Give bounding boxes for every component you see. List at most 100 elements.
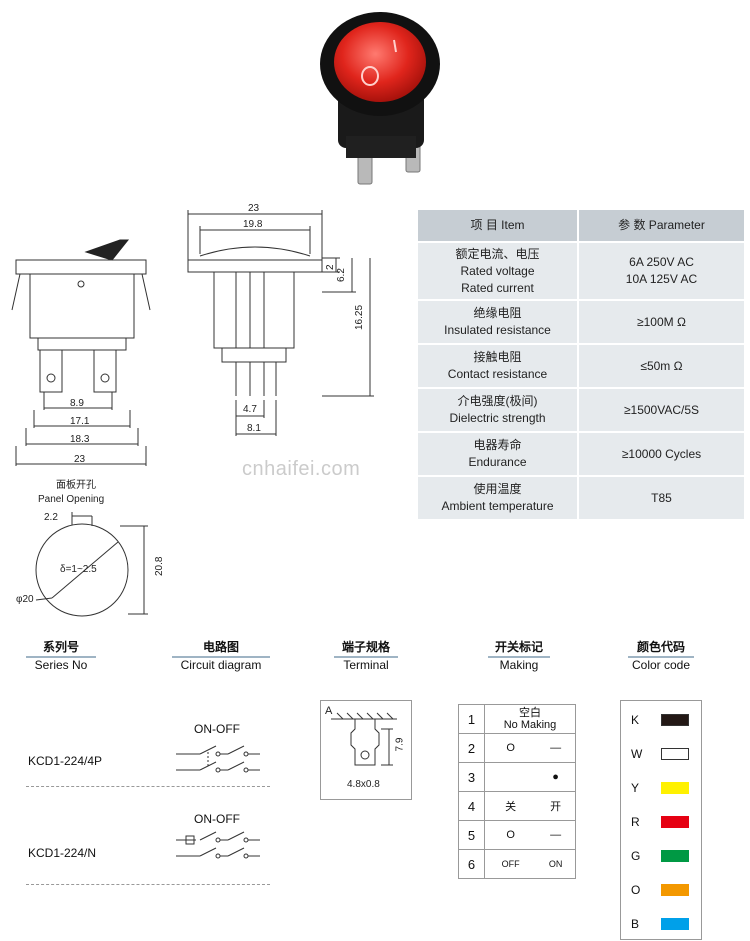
spec-row-endurance: 电器寿命 Endurance ≥10000 Cycles — [418, 432, 744, 477]
panel-thickness: δ=1~2.5 — [60, 564, 97, 575]
param-value: ≥1500VAC/5S — [578, 388, 744, 433]
header-zh: 电路图 — [202, 640, 239, 654]
header-parameter: 参 数 Parameter — [578, 210, 744, 243]
item-zh: 介电强度(极间) — [457, 394, 538, 408]
color-swatch — [661, 782, 689, 794]
dim-8-1: 8.1 — [247, 423, 261, 434]
dim-8-9: 8.9 — [70, 398, 84, 409]
item-en: Rated current — [461, 280, 534, 295]
dim-23-front: 23 — [74, 454, 86, 465]
making-right: — — [536, 820, 577, 850]
param-value: T85 — [578, 476, 744, 521]
making-num: 3 — [458, 762, 485, 792]
making-left — [484, 762, 537, 792]
making-left: 关 — [484, 791, 537, 821]
row-separator — [26, 884, 270, 885]
terminal-dim-w: 4.8x0.8 — [347, 779, 380, 790]
header-circuit: 电路图 Circuit diagram — [172, 640, 270, 672]
terminal-type: A — [325, 705, 333, 717]
spec-row-insulation: 绝缘电阻 Insulated resistance ≥100M Ω — [418, 300, 744, 345]
dim-20-8: 20.8 — [154, 556, 165, 576]
making-left: O — [484, 733, 537, 763]
dim-phi20: φ20 — [16, 594, 34, 605]
color-swatch — [661, 748, 689, 760]
param-value: 10A 125V AC — [625, 272, 698, 286]
color-row: B — [621, 909, 703, 939]
panel-title-zh: 面板开孔 — [56, 478, 96, 491]
spec-row-temperature: 使用温度 Ambient temperature T85 — [418, 476, 744, 521]
item-zh: 电器寿命 — [473, 438, 522, 452]
dim-19-8: 19.8 — [243, 219, 263, 230]
making-num: 1 — [458, 704, 485, 734]
header-zh: 端子规格 — [341, 640, 390, 654]
color-letter: B — [631, 917, 640, 931]
making-num: 2 — [458, 733, 485, 763]
color-swatch — [661, 918, 689, 930]
header-en: Circuit diagram — [180, 658, 262, 672]
dim-16-25: 16.25 — [354, 305, 365, 330]
making-right: ● — [536, 762, 577, 792]
item-zh: 额定电流、电压 — [455, 246, 540, 261]
color-row: Y — [621, 773, 703, 803]
color-letter: G — [631, 849, 641, 863]
color-swatch — [661, 714, 689, 726]
making-right: 开 — [536, 791, 577, 821]
dim-18-3: 18.3 — [70, 434, 90, 445]
item-zh: 接触电阻 — [473, 350, 522, 364]
item-en: Endurance — [468, 455, 527, 469]
color-letter: O — [631, 883, 641, 897]
spec-table: 项 目 Item 参 数 Parameter 额定电流、电压 Rated vol… — [418, 210, 744, 521]
spec-row-rated: 额定电流、电压 Rated voltage Rated current 6A 2… — [418, 242, 744, 301]
color-row: O — [621, 875, 703, 905]
header-series: 系列号 Series No — [26, 640, 96, 672]
param-value: ≥100M Ω — [578, 300, 744, 345]
param-value: 6A 250V AC — [629, 255, 694, 269]
param-value: ≥10000 Cycles — [578, 432, 744, 477]
header-en: Terminal — [343, 658, 389, 672]
row-separator — [26, 786, 270, 787]
item-en: Rated voltage — [460, 263, 535, 278]
terminal-drawing — [331, 712, 397, 766]
item-en: Insulated resistance — [444, 323, 551, 337]
circuit-type: ON-OFF — [194, 722, 240, 736]
making-row: 5 O — — [458, 820, 577, 850]
color-row: G — [621, 841, 703, 871]
color-row: W — [621, 739, 703, 769]
header-zh: 颜色代码 — [636, 640, 685, 654]
header-zh: 开关标记 — [494, 640, 543, 654]
rocker-switch-photo — [320, 12, 440, 185]
item-zh: 使用温度 — [473, 482, 522, 496]
header-color: 颜色代码 Color code — [628, 640, 694, 672]
color-row: K — [621, 705, 703, 735]
circuit-type: ON-OFF — [194, 812, 240, 826]
making-row: 1 空白 No Making — [458, 704, 576, 734]
making-en: No Making — [503, 719, 557, 731]
dim-4-7: 4.7 — [243, 404, 257, 415]
color-letter: W — [631, 747, 643, 761]
item-en: Ambient temperature — [441, 499, 554, 513]
color-letter: Y — [631, 781, 640, 795]
making-table: 1 空白 No Making 2 O — 3 ● 4 关 开 5 O — 6 O… — [458, 704, 577, 879]
dim-6-2: 6.2 — [336, 268, 347, 282]
item-en: Dielectric strength — [449, 411, 546, 425]
dim-23-side: 23 — [248, 203, 260, 214]
series-model: KCD1-224/4P — [28, 754, 103, 768]
making-row: 2 O — — [458, 733, 577, 763]
color-row: R — [621, 807, 703, 837]
item-zh: 绝缘电阻 — [473, 306, 522, 320]
technical-drawings: 8.9 17.1 18.3 23 23 19.8 2 6.2 16.25 4.7… — [11, 203, 374, 617]
item-en: Contact resistance — [447, 367, 548, 381]
making-zh: 空白 — [519, 707, 541, 719]
spec-table-header: 项 目 Item 参 数 Parameter — [418, 210, 744, 243]
series-model: KCD1-224/N — [28, 846, 97, 860]
circuit-diagram — [176, 745, 260, 859]
making-num: 6 — [458, 849, 485, 879]
header-terminal: 端子规格 Terminal — [334, 640, 398, 672]
header-en: Making — [499, 658, 539, 672]
color-letter: K — [631, 713, 640, 727]
header-en: Series No — [34, 658, 88, 672]
making-right: ON — [536, 849, 577, 879]
header-en: Color code — [631, 658, 691, 672]
making-row: 3 ● — [458, 762, 577, 792]
making-right: — — [536, 733, 577, 763]
